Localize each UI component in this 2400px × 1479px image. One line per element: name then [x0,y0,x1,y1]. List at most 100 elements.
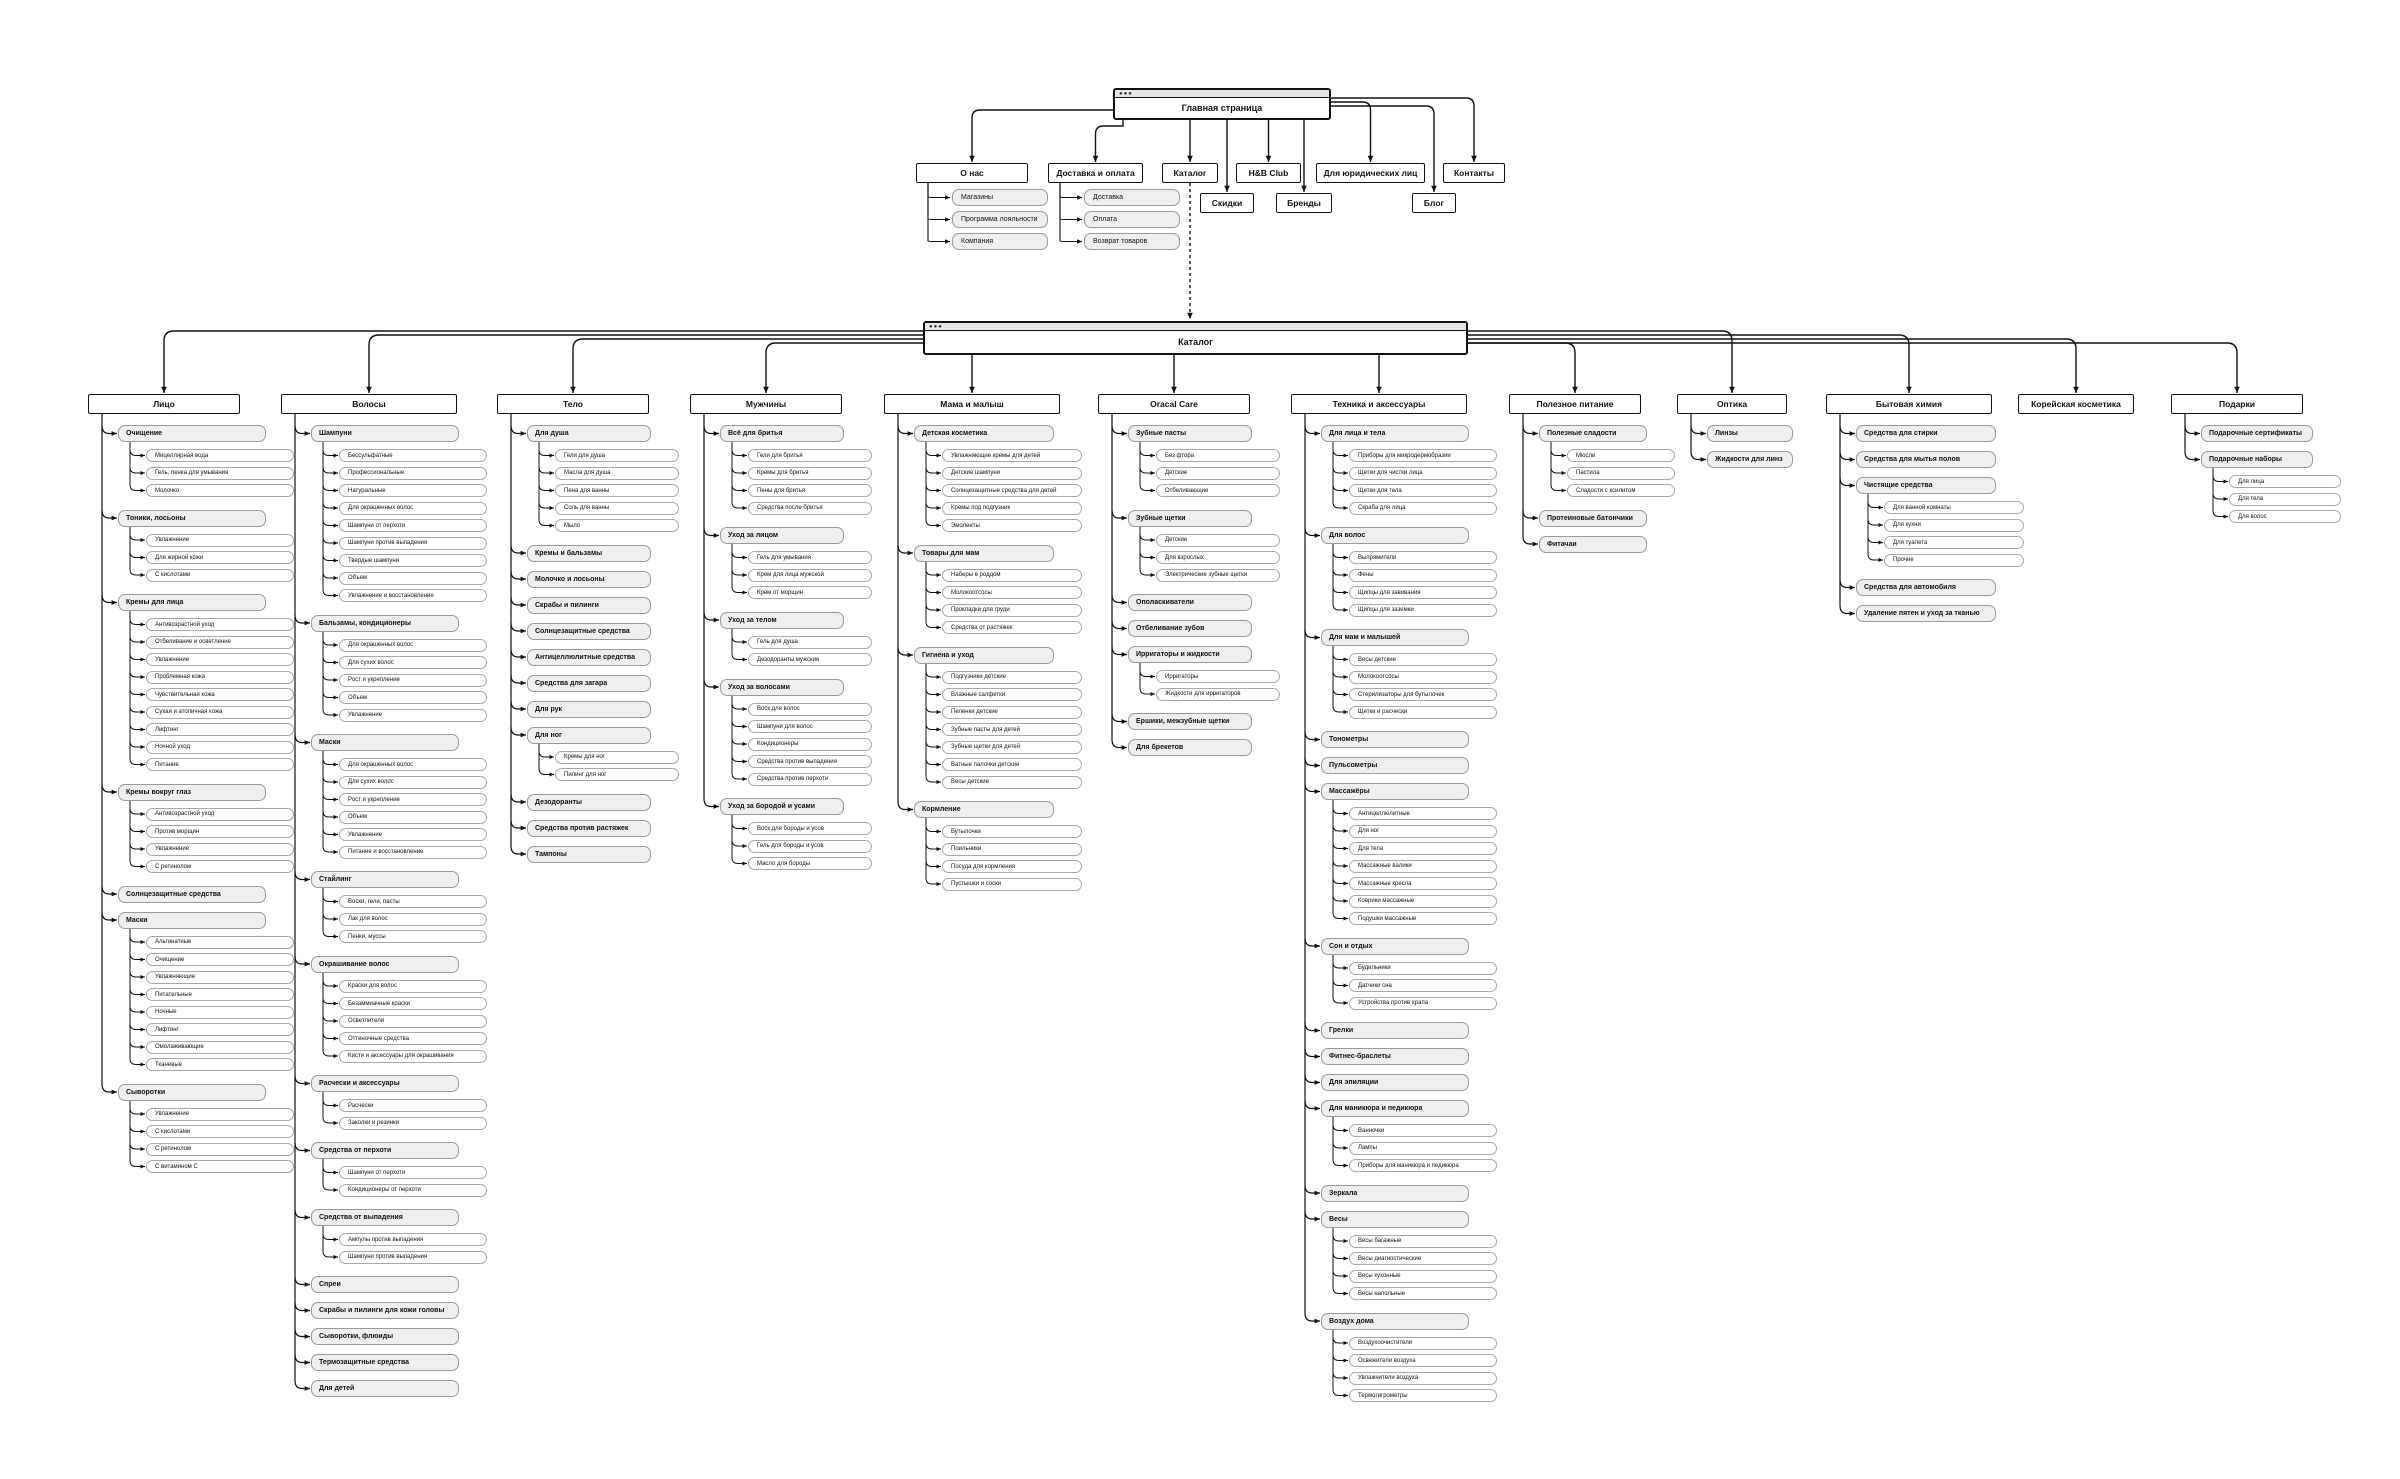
item-массажные-кресла: Массажные кресла [1349,877,1497,890]
item-link [322,845,338,854]
home-link [1331,101,1374,162]
group-link [2184,451,2200,462]
item-link [538,519,554,528]
item-детские-шампуни: Детские шампуни [942,466,1082,480]
group-пульсометры: Пульсометры [1321,757,1469,774]
group-фитачаи: Фитачаи [1539,535,1647,553]
group-линзы: Линзы [1707,425,1793,442]
window-title-bar: ●●● [925,323,1466,331]
group-средства-для-мытья-полов: Средства для мытья полов [1856,451,1996,468]
group-для-маникюра-и-педикюра: Для маникюра и педикюра [1321,1100,1469,1117]
group-маски: Маски [118,911,266,929]
item-link [1139,484,1155,493]
item-гель-для-умывания: Гель для умывания [748,551,872,564]
category-оптика: Оптика [1677,394,1787,414]
group-подарочные-наборы: Подарочные наборы [2201,451,2313,468]
item-шампуни-от-перхоти: Шампуни от перхоти [339,1166,487,1179]
item-весы-багажные: Весы багажные [1349,1234,1497,1248]
group-link [703,798,719,809]
item-для-взрослых: Для взрослых [1156,551,1280,564]
item-проблемная-кожа: Проблемная кожа [146,670,294,684]
item-link [1550,484,1566,493]
item-link [925,621,941,630]
category-мама-и-малыш: Мама и малыш [884,394,1060,414]
item-бутылочки: Бутылочки [942,825,1082,838]
item-кисти-и-аксессуары-для-окрашивания: Кисти и аксессуары для окрашивания [339,1049,487,1063]
group-link [1111,739,1127,750]
item-детские: Детские [1156,466,1280,480]
top-box-о-нас: О нас [916,163,1028,183]
item-для-жирной-кожи: Для жирной кожи [146,551,294,564]
item-детские: Детские [1156,533,1280,547]
group-массажёры: Массажёры [1321,783,1469,800]
item-link [129,860,145,869]
item-щетки-и-расчески: Щетки и расчески [1349,705,1497,719]
group-ополаскиватели: Ополаскиватели [1128,594,1252,611]
group-ирригаторы-и-жидкости: Ирригаторы и жидкости [1128,646,1252,663]
catalog-link [1468,334,1912,393]
item-link [1867,553,1883,562]
item-весы-диагностические: Весы диагностические [1349,1252,1497,1265]
top-item-доставка: Доставка [1084,189,1180,206]
item-молокоотсосы: Молокоотсосы [1349,670,1497,684]
item-лифтинг: Лифтинг [146,1023,294,1036]
item-мюсли: Мюсли [1567,449,1675,462]
item-эмоленты: Эмоленты [942,519,1082,532]
top-item-возврат-товаров: Возврат товаров [1084,233,1180,250]
top-box-h-b-club: H&B Club [1236,163,1301,183]
item-отбеливающие: Отбеливающие [1156,484,1280,497]
item-натуральные: Натуральные [339,484,487,497]
item-link [925,519,941,528]
group-тоники-лосьоны: Тоники, лосьоны [118,509,266,527]
item-освежители-воздуха: Освежители воздуха [1349,1354,1497,1367]
item-ночные: Ночные [146,1005,294,1019]
item-гель-для-душа: Гель для душа [748,635,872,649]
group-расчески-и-аксессуары: Расчески и аксессуары [311,1075,459,1092]
catalog-window: ●●●Каталог [923,321,1468,355]
group-сыворотки-флюиды: Сыворотки, флюиды [311,1328,459,1345]
item-воздухоочистители: Воздухоочистители [1349,1336,1497,1350]
top-box-контакты: Контакты [1443,163,1505,183]
group-окрашивание-волос: Окрашивание волос [311,955,459,973]
group-дезодоранты: Дезодоранты [527,793,651,811]
item-ванночки: Ванночки [1349,1124,1497,1137]
group-зеркала: Зеркала [1321,1184,1469,1202]
item-термогигрометры: Термогигрометры [1349,1389,1497,1402]
group-кормление: Кормление [914,801,1054,818]
top-box-для-юридических-лиц: Для юридических лиц [1316,163,1425,183]
item-крем-от-морщин: Крем от морщин [748,586,872,599]
top-item-оплата: Оплата [1084,211,1180,228]
item-для-сухих-волос: Для сухих волос [339,656,487,669]
item-оттеночные-средства: Оттеночные средства [339,1032,487,1045]
group-link [1522,535,1538,547]
top-item-программа-лояльности: Программа лояльности [952,211,1048,228]
catalog-link [1468,330,1735,393]
item-увлажнение: Увлажнение [146,1107,294,1121]
item-гели-для-бритья: Гели для бритья [748,449,872,462]
item-link [1332,996,1348,1005]
item-link [731,653,747,662]
group-для-лица-и-тела: Для лица и тела [1321,425,1469,442]
item-бессульфатные: Бессульфатные [339,449,487,462]
item-для-туалета: Для туалета [1884,536,2024,549]
top-item-компания: Компания [952,233,1048,250]
item-увлажнение: Увлажнение [339,708,487,722]
top-box-доставка-и-оплата: Доставка и оплата [1048,163,1143,183]
category-мужчины: Мужчины [690,394,842,414]
group-для-брекетов: Для брекетов [1128,739,1252,756]
item-прочие: Прочие [1884,553,2024,567]
group-ершики-межзубные-щетки: Ершики, межзубные щетки [1128,713,1252,730]
item-ампулы-против-выпадения: Ампулы против выпадения [339,1233,487,1246]
item-заколки-и-резинки: Заколки и резинки [339,1116,487,1130]
item-поильники: Поильники [942,842,1082,856]
item-антивозрастной-уход: Антивозрастной уход [146,618,294,631]
item-гели-для-душа: Гели для душа [555,449,679,462]
item-объем: Объем [339,691,487,704]
item-для-окрашенных-волос: Для окрашенных волос [339,638,487,652]
group-шампуни: Шампуни [311,425,459,442]
catalog-link [1468,342,2240,393]
group-удаление-пятен-и-уход-за-тканью: Удаление пятен и уход за тканью [1856,605,1996,622]
item-пилинг-для-ног: Пилинг для ног [555,768,679,781]
item-крем-для-лица-мужской: Крем для лица мужской [748,568,872,582]
item-питательные: Питательные [146,988,294,1001]
